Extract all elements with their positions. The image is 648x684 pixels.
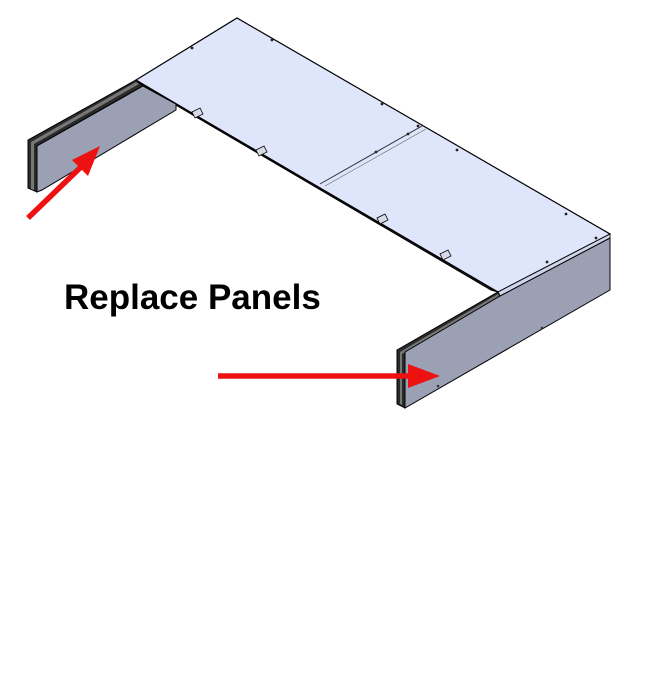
top-panel-seam-1b xyxy=(324,128,427,187)
arrow-left-indicator xyxy=(26,146,100,220)
right-end-panel xyxy=(404,237,611,409)
left-end-panel xyxy=(36,85,177,193)
right-panel-screws xyxy=(436,326,544,388)
replace-panels-caption: Replace Panels xyxy=(64,278,321,317)
arrow-right-indicator xyxy=(218,364,440,388)
right-arrow-icon xyxy=(408,364,440,388)
top-panel-seam-1 xyxy=(319,125,423,185)
bracket-tabs xyxy=(191,107,452,261)
top-panel xyxy=(134,17,612,293)
right-up-arrow-icon xyxy=(72,146,100,176)
